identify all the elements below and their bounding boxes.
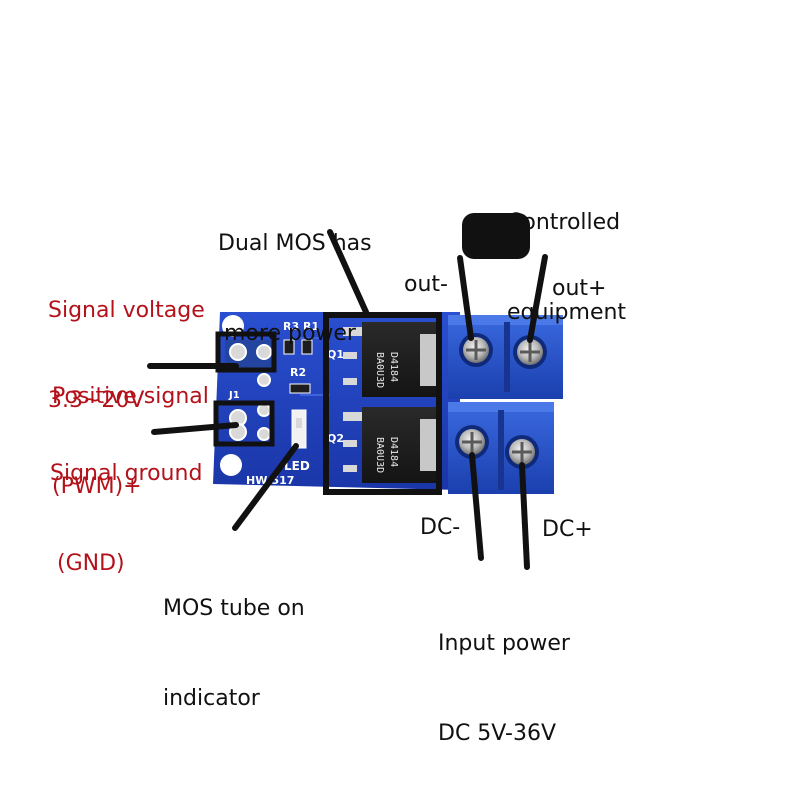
q2-marking-1: D4184	[388, 437, 399, 467]
dual-mos-leader	[327, 229, 369, 315]
dual-mos-label: Dual MOS has more power	[218, 231, 372, 346]
mosfet-q1: D4184 BA0U3D	[343, 322, 438, 397]
out-plus-label: out+	[552, 276, 607, 301]
silk-q1: Q1	[327, 348, 344, 361]
led-leader	[232, 443, 299, 531]
pwm-pin-highlight-box	[215, 331, 277, 373]
mounting-hole	[220, 454, 242, 476]
silk-led: LED	[284, 459, 310, 473]
dc-plus-label: DC+	[542, 517, 593, 542]
output-terminal-block	[448, 315, 563, 399]
silk-r3: R3	[283, 320, 299, 333]
silk-q2: Q2	[327, 432, 344, 445]
out-plus-leader	[527, 254, 548, 343]
silk-r1: R1	[303, 320, 319, 333]
signal-voltage-label: Signal voltage 3.3~20V	[48, 298, 205, 413]
out-minus-label: out-	[404, 272, 448, 297]
silk-r2: R2	[290, 366, 306, 379]
controlled-equipment-label: Controlled equipment	[507, 210, 627, 325]
signal-header-pins	[225, 340, 275, 441]
positive-signal-label: Positive signal (PWM)+	[52, 384, 209, 499]
input-terminal-block	[448, 402, 554, 494]
silk-j1: J1	[228, 390, 240, 401]
dc-plus-leader	[519, 462, 530, 570]
signal-ground-label: Signal ground (GND)	[50, 461, 203, 576]
resistor-r1	[301, 339, 313, 355]
controlled-equipment-block	[462, 213, 530, 259]
input-power-label: Input power DC 5V-36V	[438, 631, 570, 746]
mosfet-q2: D4184 BA0U3D	[343, 407, 438, 483]
dc-minus-label: DC-	[420, 515, 461, 540]
q1-marking-1: D4184	[388, 352, 399, 382]
mos-highlight-box	[323, 312, 442, 495]
q2-marking-2: BA0U3D	[374, 437, 385, 473]
gnd-leader	[151, 422, 239, 435]
dc-minus-leader	[469, 452, 484, 561]
resistor-r2	[289, 383, 311, 394]
q1-marking-2: BA0U3D	[374, 352, 385, 388]
led-component	[291, 409, 307, 449]
gnd-pin-highlight-box	[213, 400, 275, 447]
mos-indicator-label: MOS tube on indicator	[163, 596, 305, 711]
out-minus-leader	[457, 255, 474, 341]
resistor-r3	[283, 339, 295, 355]
